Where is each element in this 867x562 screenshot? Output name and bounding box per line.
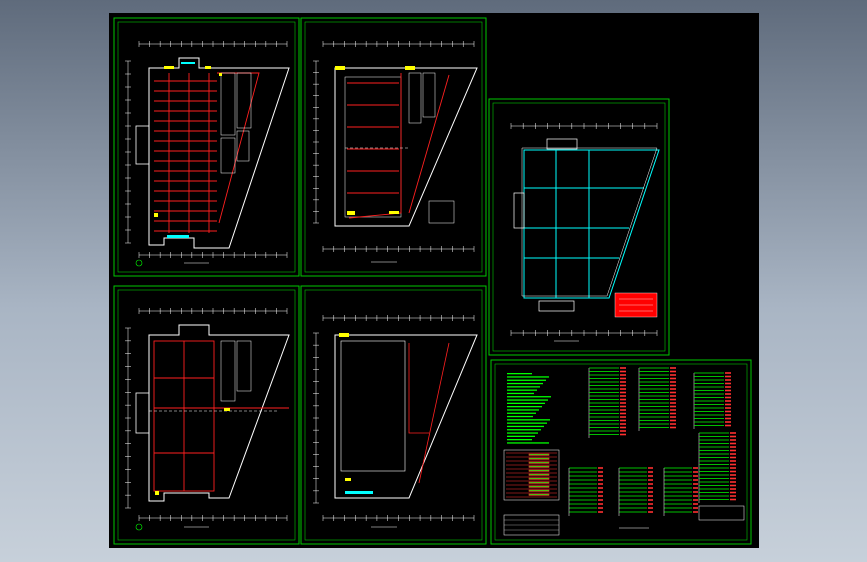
sheet-frames: [113, 17, 752, 545]
floor-plan-3[interactable]: [125, 308, 290, 531]
cad-drawing-canvas[interactable]: [109, 13, 759, 548]
sheet-frame-4[interactable]: [300, 285, 487, 545]
sheet-frame-3[interactable]: [113, 285, 300, 545]
sheet-frame-6[interactable]: [490, 359, 752, 545]
system-diagram[interactable]: [503, 367, 745, 536]
sheet-frame-5[interactable]: [488, 98, 670, 356]
floor-plan-4[interactable]: [313, 315, 478, 528]
sheet-frame-2[interactable]: [300, 17, 487, 277]
floor-plan-2[interactable]: [313, 41, 478, 263]
roof-plan[interactable]: [510, 123, 660, 342]
cad-drawing-viewport[interactable]: [109, 13, 759, 548]
sheet-frame-1[interactable]: [113, 17, 300, 277]
floor-plan-1[interactable]: [125, 41, 290, 267]
